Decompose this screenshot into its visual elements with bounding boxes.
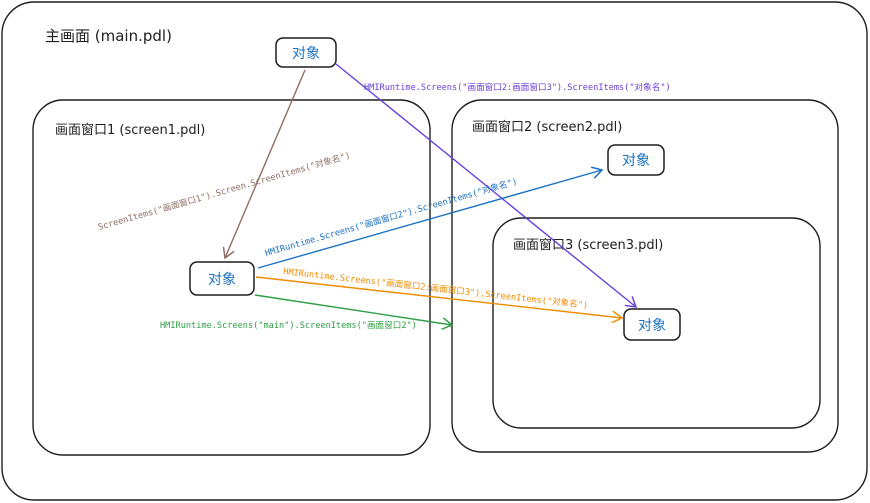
main-screen-title: 主画面 (main.pdl)	[45, 27, 172, 45]
arrow-screen1-to-screen2-obj	[257, 170, 602, 269]
main-object-label: 对象	[292, 46, 320, 62]
screen1-object-label: 对象	[208, 272, 236, 288]
arrow-label-orange: HMIRuntime.Screens("画面窗口2:画面窗口3").Screen…	[283, 265, 589, 311]
arrow-screen1-to-screen3-obj	[255, 276, 622, 318]
arrow-label-brown: ScreenItems("画面窗口1").Screen.ScreenItems(…	[97, 149, 352, 233]
screen3-title: 画面窗口3 (screen3.pdl)	[513, 237, 663, 253]
screen1-frame	[32, 99, 431, 456]
screen1-object[interactable]: 对象	[189, 261, 255, 296]
screen3-object[interactable]: 对象	[623, 308, 681, 341]
arrow-label-green: HMIRuntime.Screens("main").ScreenItems("…	[160, 319, 417, 331]
arrow-label-purple: HMIRuntime.Screens("画面窗口2:画面窗口3").Screen…	[364, 81, 671, 93]
screen2-frame	[451, 99, 839, 453]
arrow-label-blue: HMIRuntime.Screens("画面窗口2").ScreenItems(…	[264, 175, 519, 259]
arrow-screen1-to-screen2-window	[254, 294, 452, 325]
screen3-frame	[492, 217, 821, 429]
main-object[interactable]: 对象	[275, 37, 337, 68]
screen2-object[interactable]: 对象	[607, 144, 665, 176]
screen1-title: 画面窗口1 (screen1.pdl)	[55, 122, 205, 138]
screen3-object-label: 对象	[638, 318, 666, 334]
screen2-title: 画面窗口2 (screen2.pdl)	[472, 119, 622, 135]
arrow-main-to-screen1-obj	[225, 69, 306, 258]
screen2-object-label: 对象	[622, 153, 650, 169]
arrow-main-to-screen3-obj	[335, 63, 636, 307]
